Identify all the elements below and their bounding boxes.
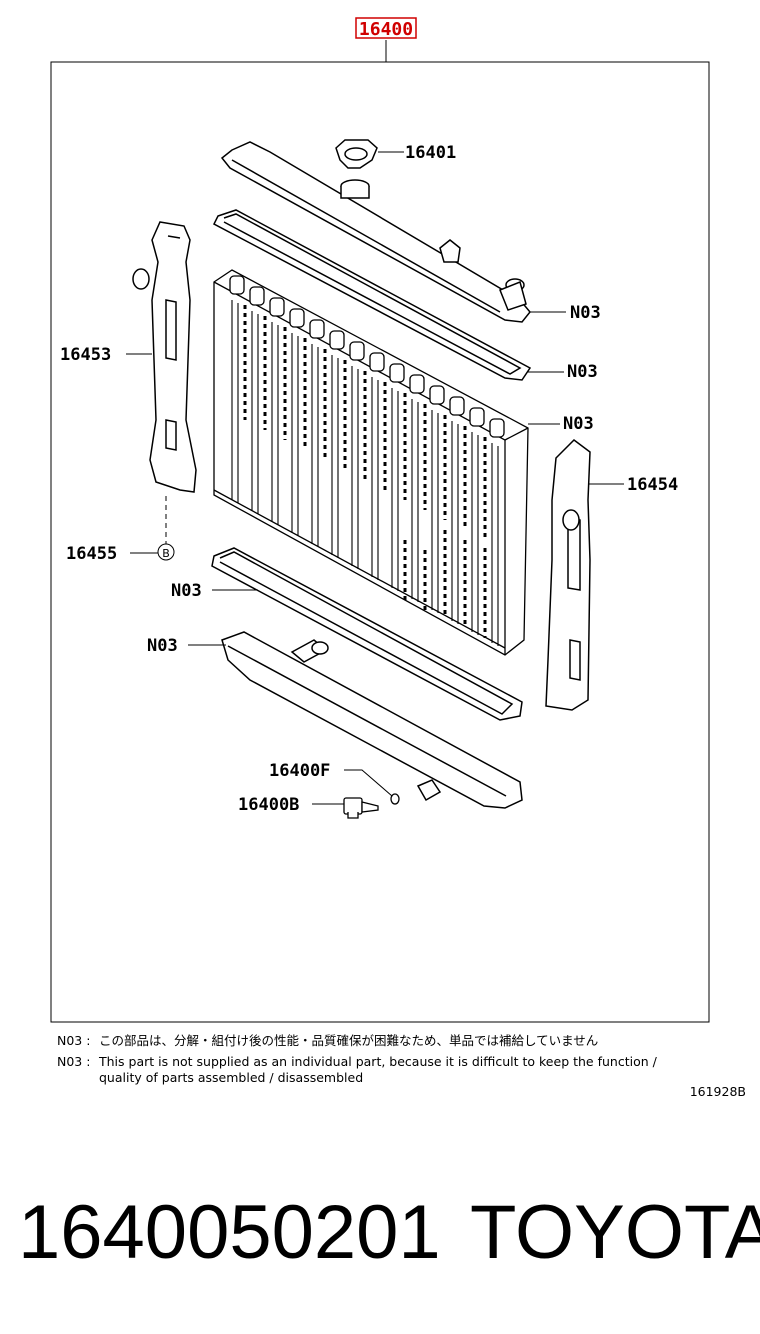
drawing-reference: 161928B [689,1084,746,1099]
parts-diagram: 16400 [50,17,710,1023]
callout-lower-tank[interactable]: N03 [147,636,178,656]
part-number: 1640050201 [18,1190,441,1275]
note-code: N03 : [57,1054,91,1069]
callout-upper-gasket[interactable]: N03 [567,362,598,382]
callout-lower-gasket[interactable]: N03 [171,581,202,601]
diagram-frame [50,61,710,1023]
callout-bolt[interactable]: 16455 [66,544,117,564]
note-text: This part is not supplied as an individu… [99,1054,657,1069]
drain-gasket[interactable] [390,793,400,805]
callout-drain-cock[interactable]: 16400B [238,795,299,815]
assembly-label-box [355,17,417,39]
callout-cap[interactable]: 16401 [405,143,456,163]
radiator-core[interactable] [213,269,529,656]
callout-left-support[interactable]: 16453 [60,345,111,365]
callout-right-support[interactable]: 16454 [627,475,678,495]
note-english: N03 : This part is not supplied as an ind… [57,1054,657,1086]
brand-name: TOYOTA [470,1190,760,1275]
note-text-continued: quality of parts assembled / disassemble… [99,1070,364,1085]
drain-cock[interactable] [343,797,379,819]
callout-drain-gasket[interactable]: 16400F [269,761,330,781]
left-support[interactable] [132,221,197,493]
callout-upper-tank[interactable]: N03 [570,303,601,323]
lower-tank[interactable] [221,631,523,809]
upper-tank[interactable] [220,141,531,323]
assembly-label[interactable]: 16400 [359,19,413,40]
lower-gasket[interactable] [211,547,523,721]
b-mark-label: B [162,547,170,560]
note-japanese: N03 : この部品は、分解・組付け後の性能・品質確保が困難なため、単品では補給し… [57,1033,598,1049]
note-text: この部品は、分解・組付け後の性能・品質確保が困難なため、単品では補給していません [99,1033,599,1048]
caption: 1640050201 TOYOTA [0,1188,760,1278]
note-code: N03 : [57,1033,91,1048]
callout-core[interactable]: N03 [563,414,594,434]
upper-gasket[interactable] [213,209,532,381]
radiator-cap[interactable] [335,139,378,169]
right-support[interactable] [545,439,591,711]
